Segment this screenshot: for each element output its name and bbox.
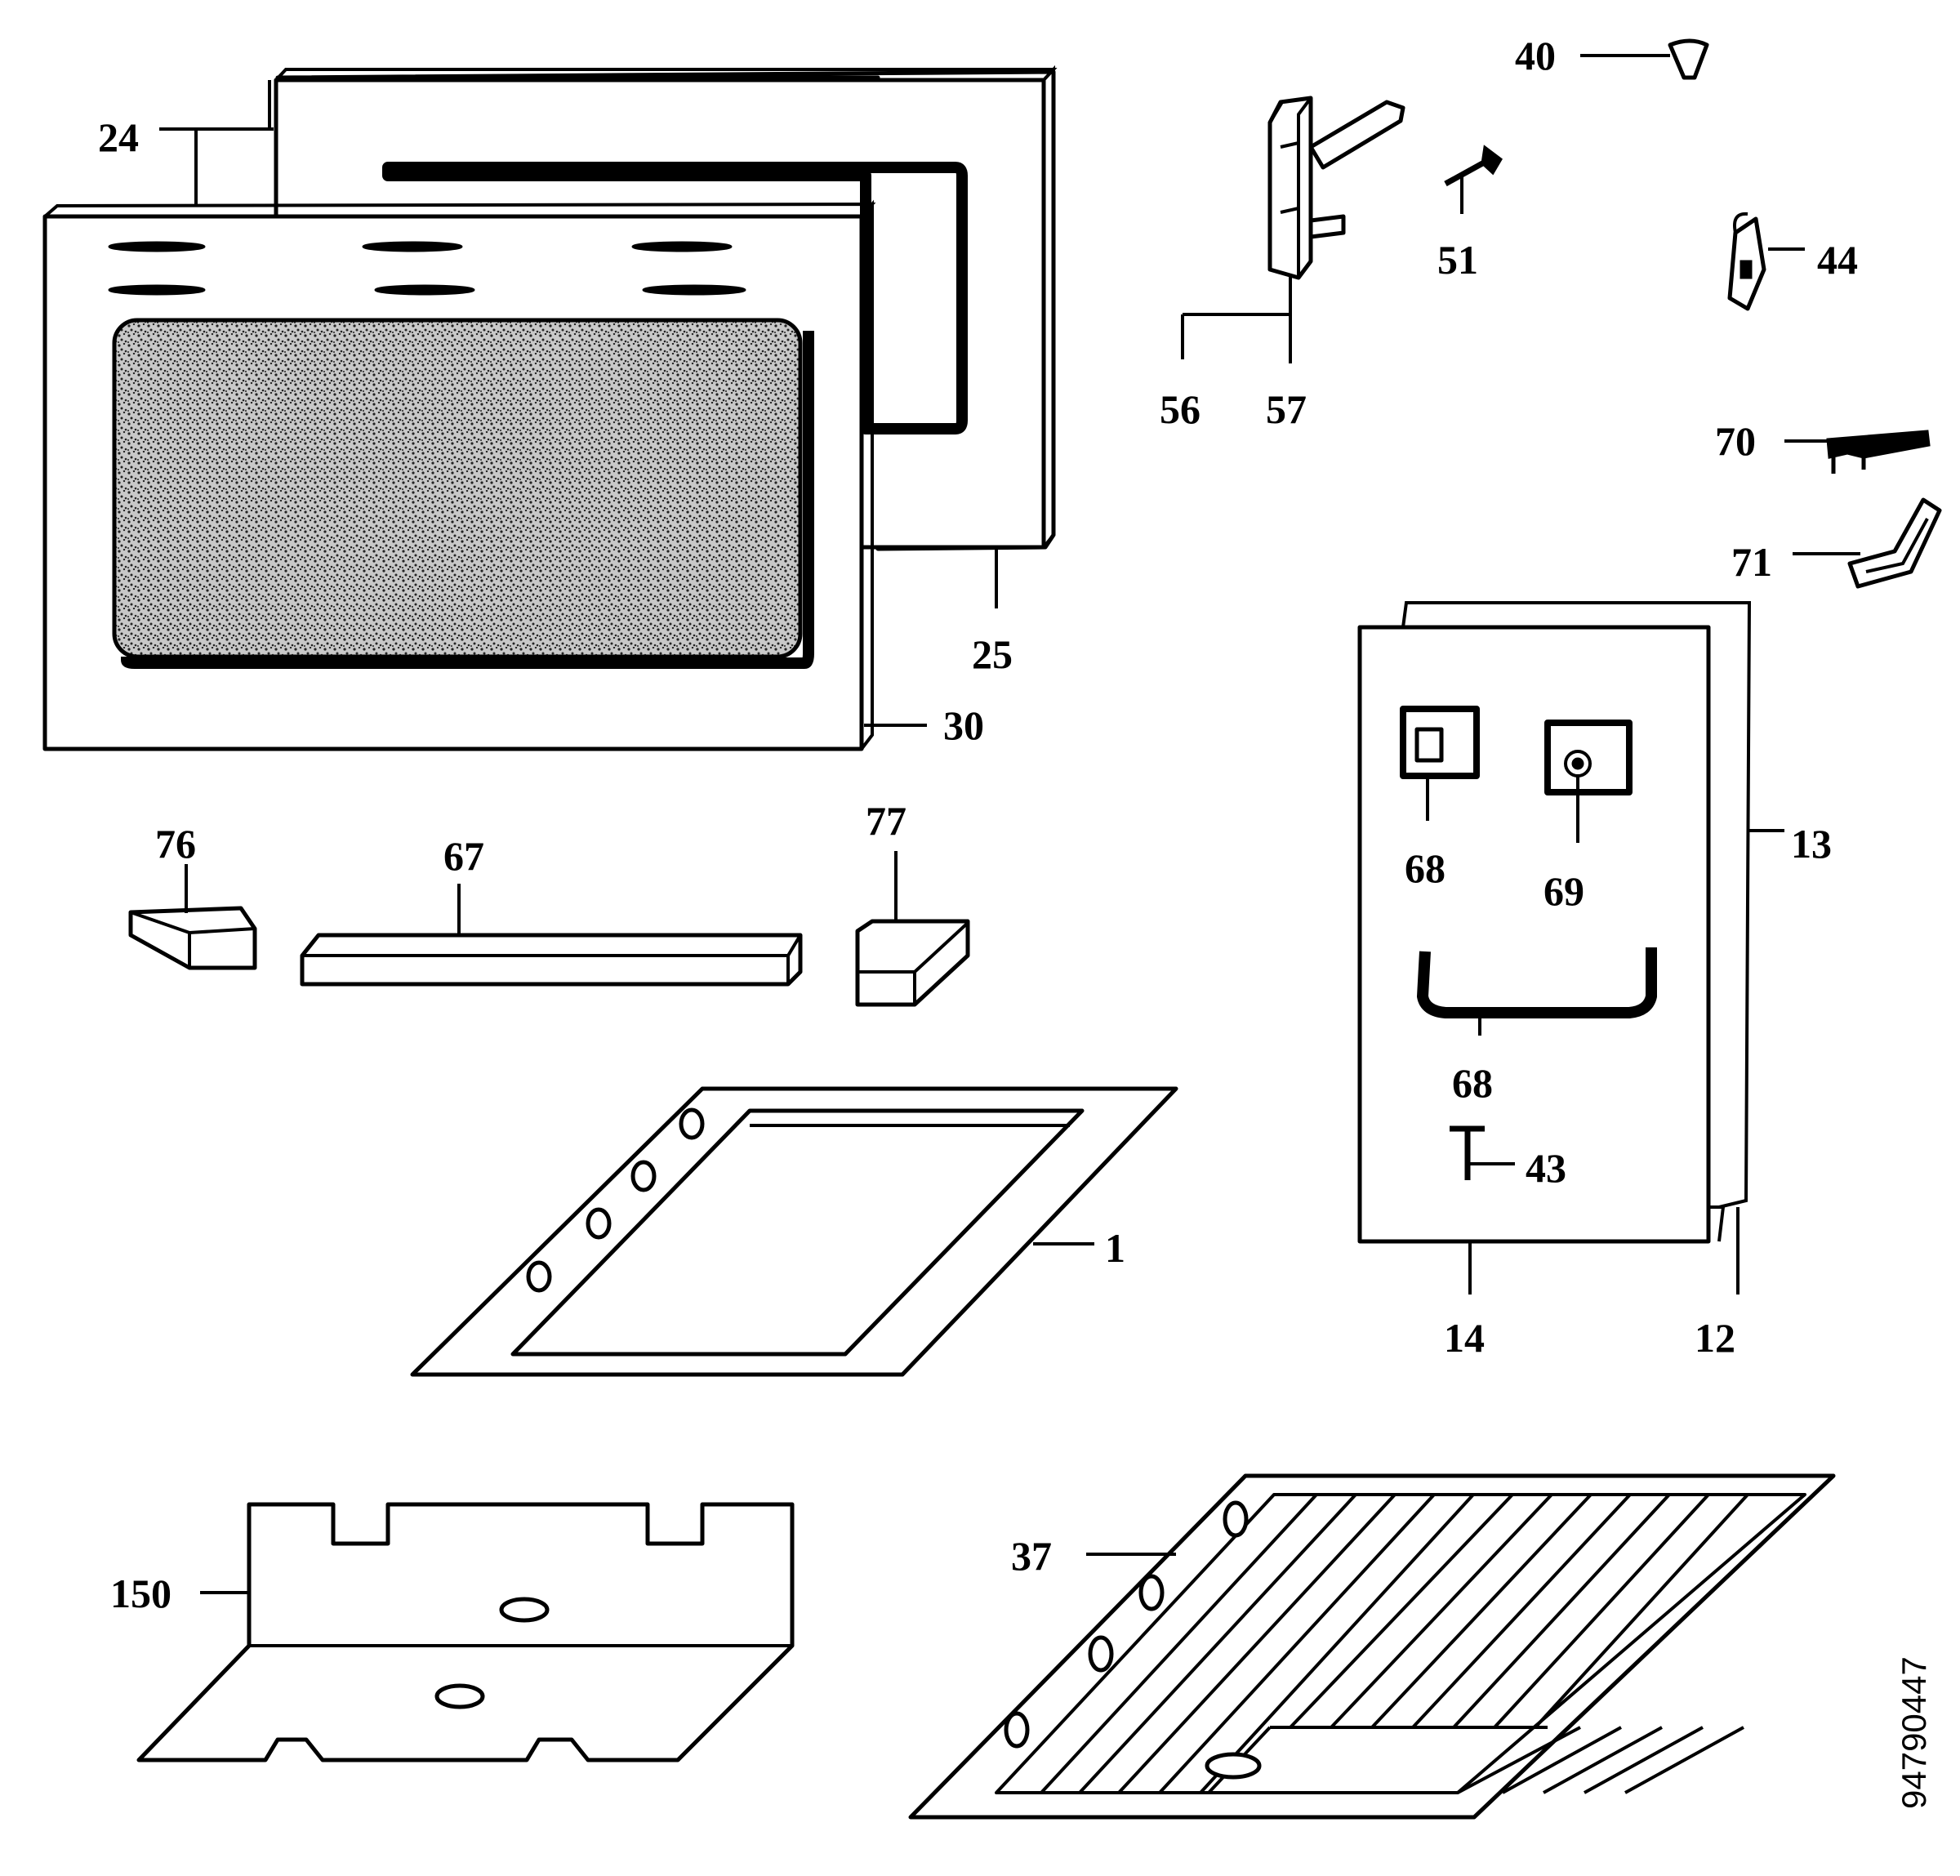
callout-30: 30 xyxy=(943,702,984,748)
leader-56-57 xyxy=(1181,274,1292,363)
callout-57: 57 xyxy=(1266,386,1307,432)
callout-12: 12 xyxy=(1695,1315,1735,1361)
callout-44: 44 xyxy=(1817,237,1858,283)
callout-70: 70 xyxy=(1715,418,1756,464)
callout-77: 77 xyxy=(866,798,906,844)
door-window-glass xyxy=(112,318,803,659)
callout-24: 24 xyxy=(98,114,139,160)
leader-24 xyxy=(159,80,274,204)
strip-67 xyxy=(300,933,803,987)
callout-13: 13 xyxy=(1791,821,1832,867)
block-77 xyxy=(855,919,970,1007)
callout-43: 43 xyxy=(1526,1145,1566,1191)
callout-51: 51 xyxy=(1437,237,1478,283)
callout-71: 71 xyxy=(1731,539,1772,585)
callout-67: 67 xyxy=(443,833,484,879)
screw-51 xyxy=(1444,145,1503,187)
bracket-70 xyxy=(1826,430,1931,474)
callout-37: 37 xyxy=(1011,1533,1052,1579)
bracket-71 xyxy=(1847,497,1942,589)
frame-1 xyxy=(410,1086,1178,1377)
front-door-panel xyxy=(42,199,876,751)
callout-76: 76 xyxy=(155,821,196,867)
callout-14: 14 xyxy=(1444,1315,1485,1361)
callout-1: 1 xyxy=(1105,1225,1125,1271)
bracket-150 xyxy=(136,1502,795,1762)
inner-glass-panel xyxy=(382,162,968,434)
callout-150: 150 xyxy=(110,1571,172,1616)
callout-68-handle: 68 xyxy=(1452,1060,1493,1106)
clip-44 xyxy=(1727,212,1766,311)
drawing-number: 94790447 xyxy=(1895,1656,1933,1809)
hinge-57 xyxy=(1267,96,1405,280)
cap-40 xyxy=(1668,38,1709,80)
callout-69: 69 xyxy=(1544,868,1584,914)
callout-68-switch: 68 xyxy=(1405,845,1446,891)
callout-40: 40 xyxy=(1515,33,1556,78)
block-76 xyxy=(128,906,257,970)
side-panel-12 xyxy=(1401,601,1752,1209)
callout-25: 25 xyxy=(972,631,1013,677)
tray-37 xyxy=(908,1473,1836,1820)
front-panel-14 xyxy=(1357,625,1711,1244)
callout-56: 56 xyxy=(1160,386,1200,432)
